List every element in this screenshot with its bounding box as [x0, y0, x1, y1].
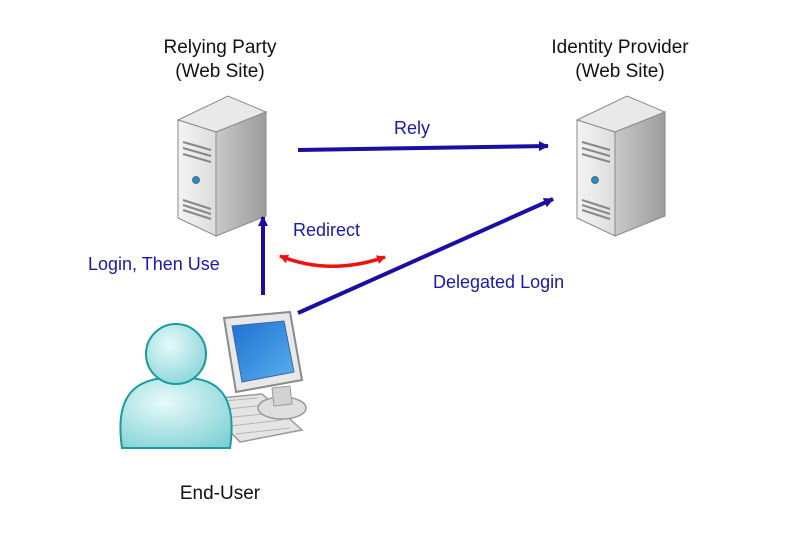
end-user-label: End-User [179, 483, 261, 504]
redirect-label: Redirect [293, 220, 361, 240]
identity-provider-title: Identity Provider [551, 37, 689, 58]
identity-provider-label: Identity Provider (Web Site) [520, 36, 720, 84]
relying-party-label: Relying Party (Web Site) [130, 36, 310, 84]
relying-party-title: Relying Party [163, 37, 277, 58]
rely-arrow [297, 141, 549, 152]
login-then-use-label: Login, Then Use [88, 254, 220, 274]
end-user-person-icon [119, 323, 233, 449]
relying-party-server-icon [176, 95, 268, 237]
rely-label: Rely [394, 118, 431, 138]
identity-provider-subtitle: (Web Site) [575, 61, 665, 82]
relying-party-subtitle: (Web Site) [175, 61, 265, 82]
identity-provider-server-icon [575, 95, 667, 237]
delegated-login-label: Delegated Login [433, 272, 565, 292]
redirect-arrow [279, 254, 386, 268]
delegated-login-arrow [297, 197, 554, 315]
